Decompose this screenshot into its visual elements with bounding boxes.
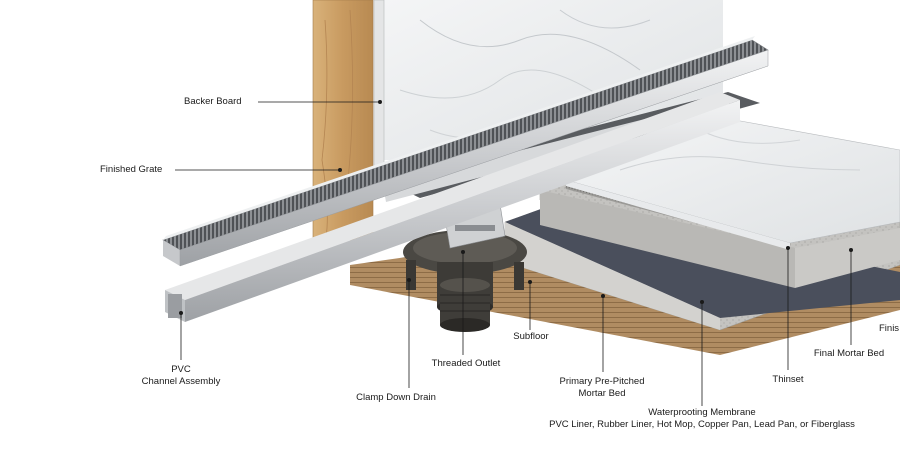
label-primary-mortar-bed: Primary Pre-Pitched Mortar Bed [560, 376, 645, 400]
label-waterproofing-membrane: Waterprooting Membrane PVC Liner, Rubber… [549, 407, 855, 431]
label-finished-grate: Finished Grate [100, 164, 163, 175]
label-thinset: Thinset [772, 374, 804, 385]
label-waterproofing-line1: Waterprooting Membrane [648, 407, 756, 418]
leader-lines [175, 101, 852, 406]
label-primary-mortar-line2: Mortar Bed [578, 388, 626, 399]
label-clamp-down-drain: Clamp Down Drain [356, 392, 436, 403]
leader-dots [179, 100, 853, 315]
threaded-outlet [440, 278, 490, 332]
label-threaded-outlet: Threaded Outlet [431, 358, 501, 369]
backer-board [373, 0, 385, 176]
label-backer-board: Backer Board [184, 96, 242, 107]
label-pvc-channel-line2: Channel Assembly [141, 376, 221, 387]
finished-grate [162, 36, 769, 267]
label-pvc-channel-assembly: PVC Channel Assembly [142, 364, 221, 388]
label-waterproofing-line2: PVC Liner, Rubber Liner, Hot Mop, Copper… [549, 419, 855, 430]
label-pvc-channel-line1: PVC [171, 364, 191, 375]
label-primary-mortar-line1: Primary Pre-Pitched [559, 376, 645, 387]
label-subfloor: Subfloor [513, 331, 549, 342]
label-final-mortar-bed: Final Mortar Bed [813, 348, 885, 359]
pvc-channel-assembly [165, 92, 740, 322]
label-finish-tile: Finis [879, 323, 900, 334]
